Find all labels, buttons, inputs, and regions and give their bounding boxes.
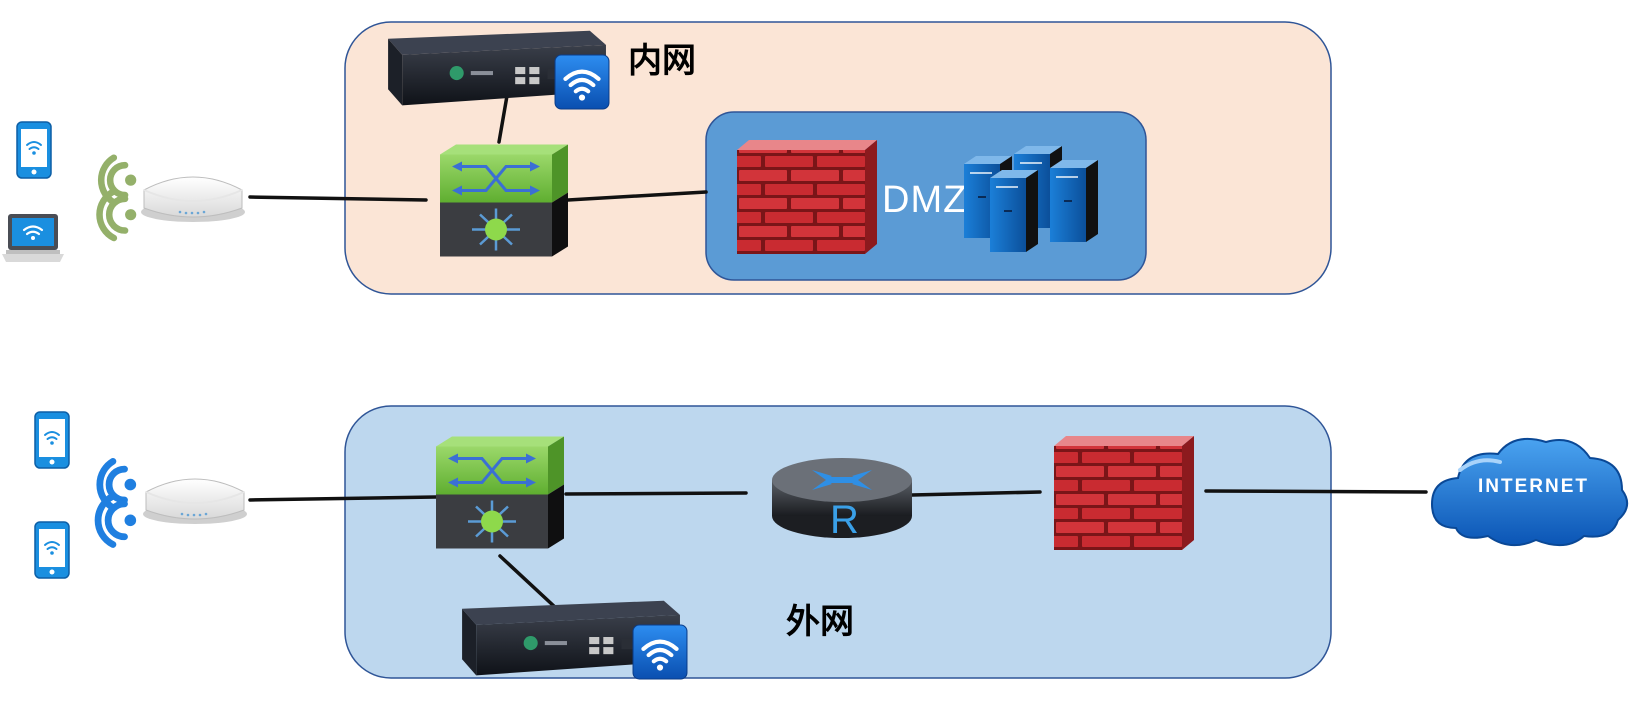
- link-switch-to-controller-internal: [497, 88, 510, 144]
- dmz-label: DMZ: [882, 179, 967, 221]
- external-zone-label: 外网: [786, 602, 854, 642]
- link-firewall-to-internet: [1204, 489, 1428, 494]
- wifi-icon: [633, 625, 687, 679]
- core-switch-internal: [440, 144, 570, 259]
- router-label: R: [830, 498, 859, 542]
- smartphone-icon: [16, 120, 52, 180]
- server-icon: [990, 170, 1038, 252]
- link-router-to-firewall: [910, 490, 1042, 497]
- wifi-signal-icon: [98, 461, 136, 544]
- link-ap-to-switch-external: [248, 495, 438, 502]
- router: R: [772, 458, 912, 542]
- wireless-ap-external: [142, 478, 248, 525]
- wifi-signal-icon: [100, 158, 137, 238]
- laptop-icon: [0, 212, 66, 264]
- internal-zone-label: 内网: [628, 41, 696, 81]
- smartphone-icon: [34, 410, 70, 470]
- smartphone-icon: [34, 520, 70, 580]
- wifi-icon: [555, 55, 609, 109]
- core-switch-external: [436, 436, 566, 551]
- internet-cloud[interactable]: INTERNET: [1430, 438, 1629, 547]
- router-arrows-icon: [812, 470, 872, 490]
- firewall-external: [1054, 436, 1194, 550]
- wireless-ap-internal: [140, 176, 246, 223]
- firewall-internal: [737, 140, 877, 254]
- link-ap-to-switch-internal: [248, 195, 428, 202]
- dmz-servers: [964, 146, 1098, 252]
- internet-label: INTERNET: [1478, 476, 1589, 497]
- link-switch-to-firewall-internal: [566, 190, 708, 202]
- server-icon: [1050, 160, 1098, 242]
- link-switch-to-controller-external: [498, 554, 558, 610]
- link-switch-to-router: [564, 491, 748, 496]
